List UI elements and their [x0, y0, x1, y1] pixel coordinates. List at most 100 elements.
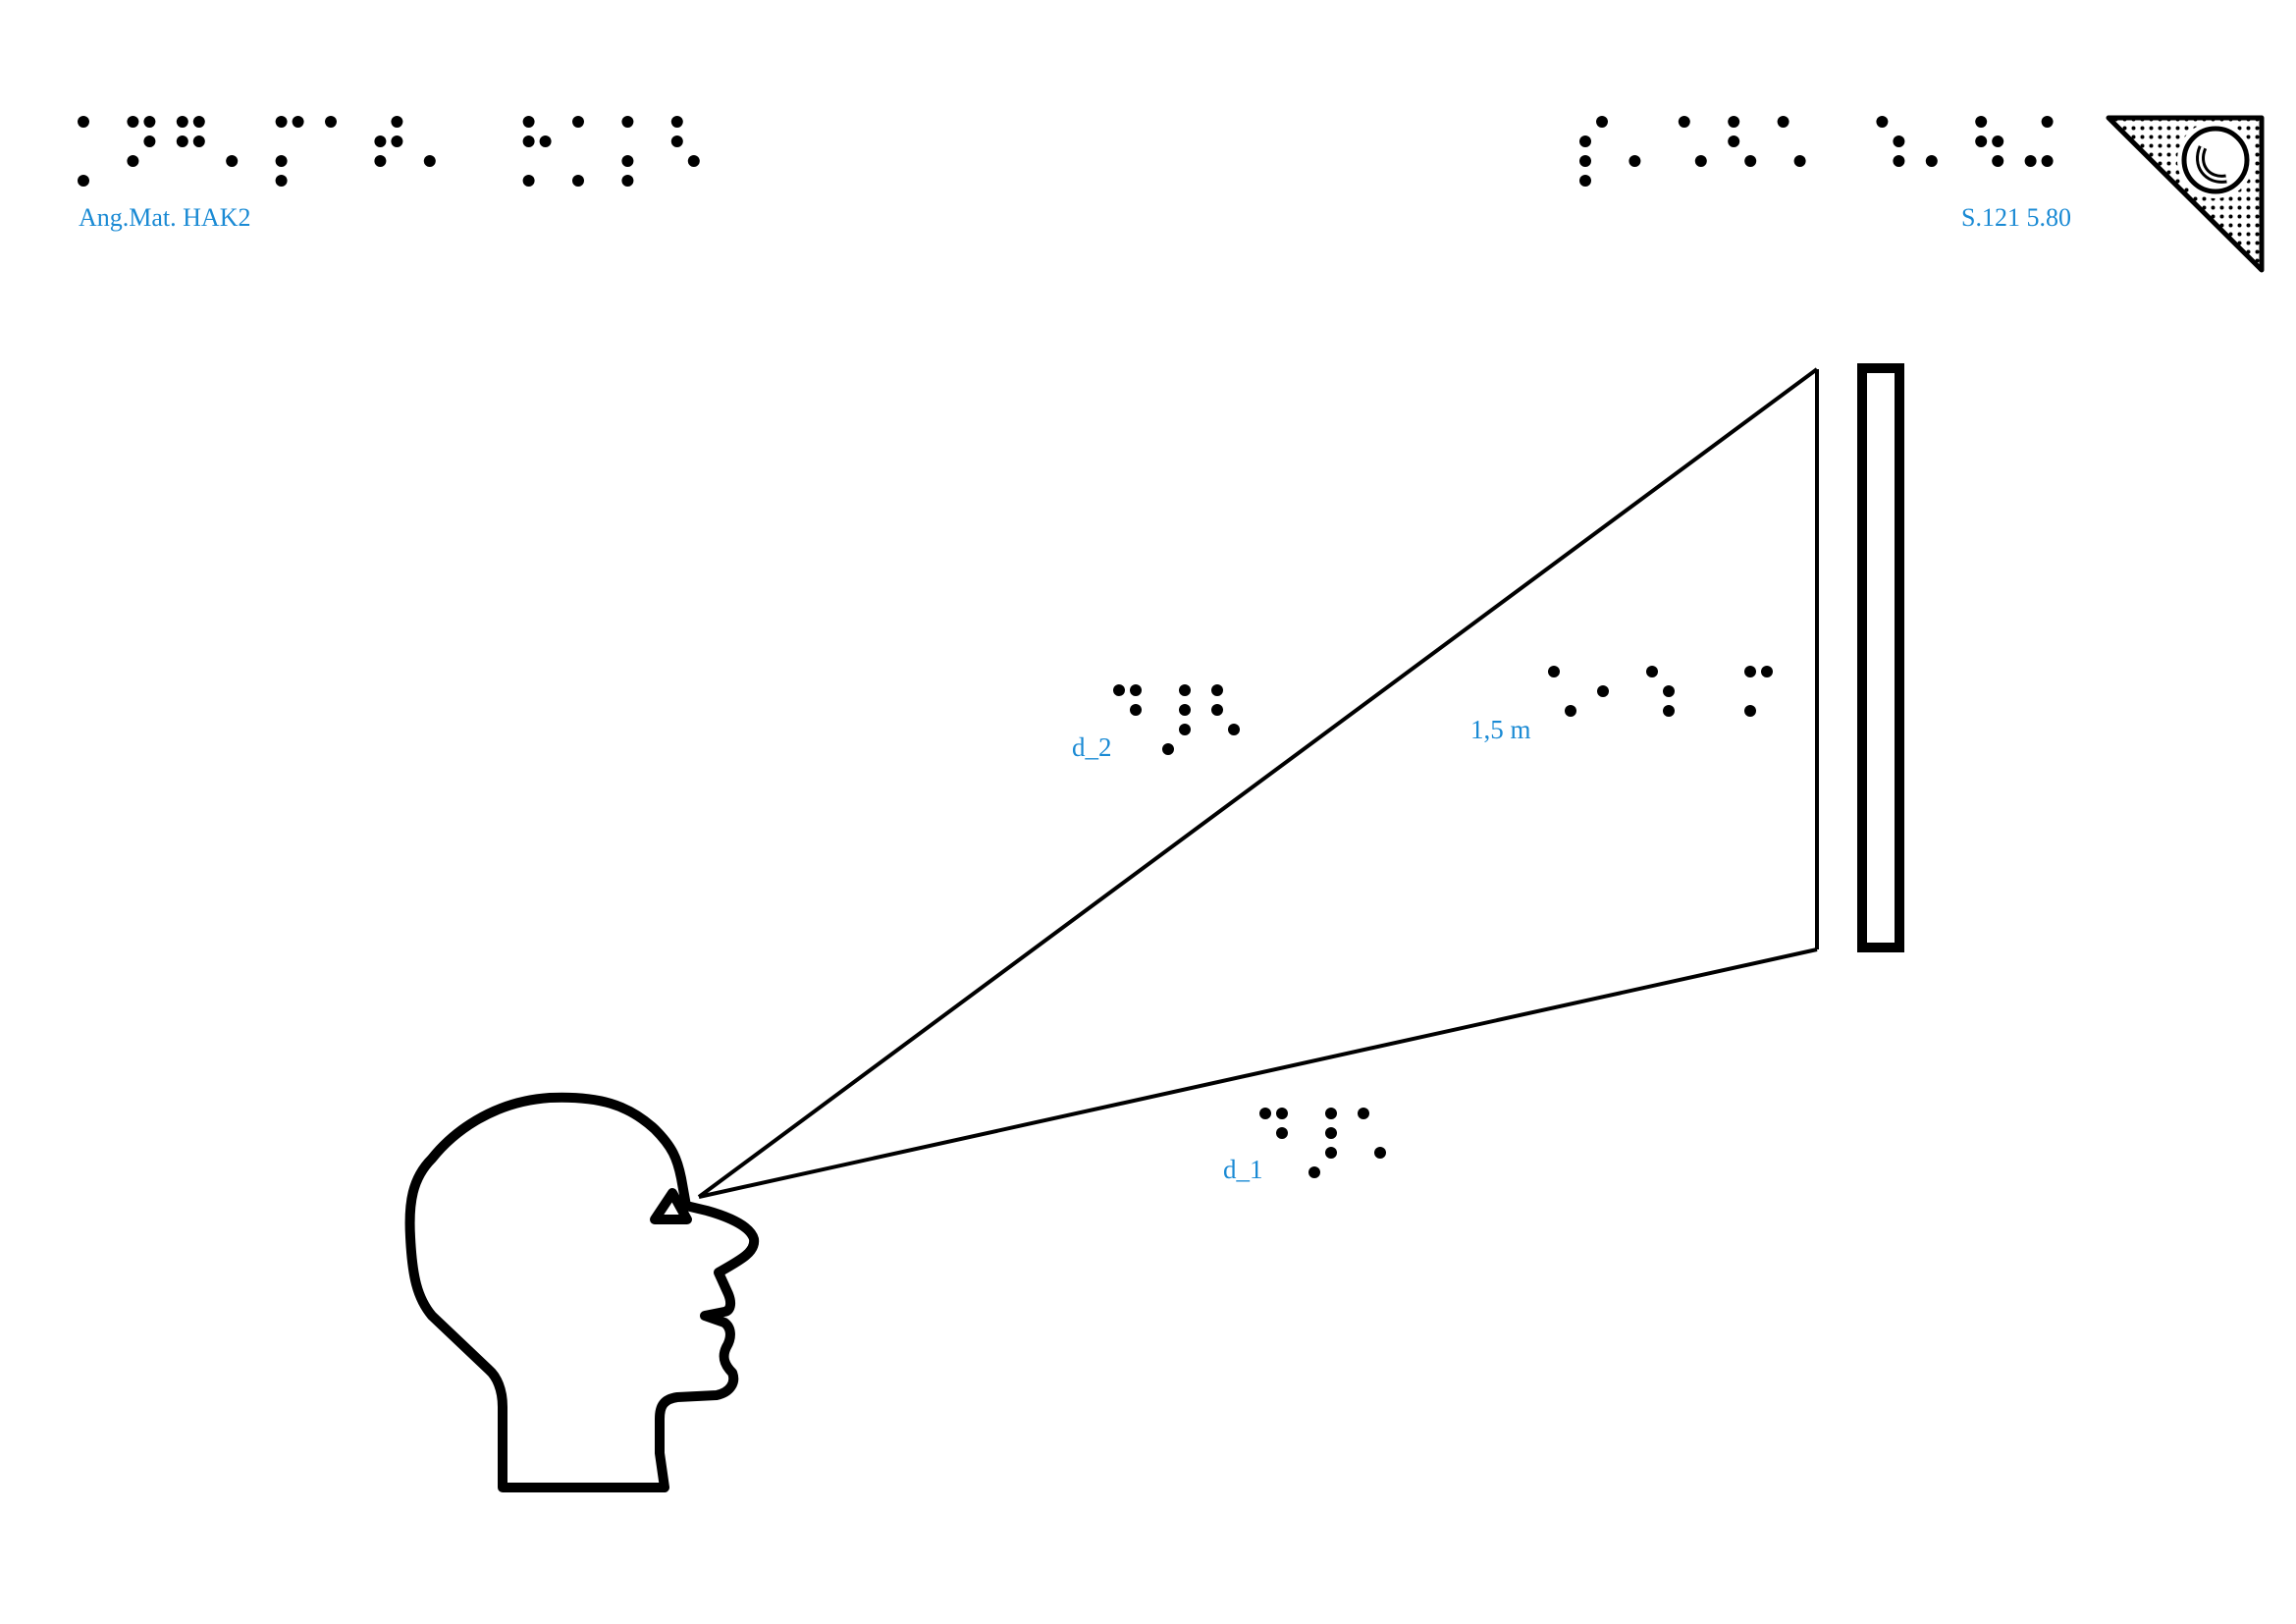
braille-dot: [275, 116, 288, 128]
d1-label: d_1: [1223, 1155, 1263, 1184]
braille-dot: [1325, 1147, 1337, 1159]
braille-dot: [1276, 1127, 1288, 1139]
braille-dot: [522, 135, 535, 147]
braille-dot: [522, 175, 535, 187]
braille-dot: [1694, 155, 1707, 167]
braille-dot: [176, 116, 188, 128]
sight-triangle: [697, 367, 1819, 1199]
braille-height: ⠡⠂⠱⠀⠍: [1548, 666, 1773, 717]
eye-marker-icon: [650, 1188, 692, 1224]
braille-dot: [275, 155, 288, 167]
braille-dot: [1162, 743, 1174, 755]
braille-dot: [292, 116, 304, 128]
braille-dot: [539, 135, 552, 147]
wall-board: [1857, 363, 1904, 952]
braille-dot: [1276, 1108, 1288, 1119]
braille-dot: [572, 175, 584, 187]
braille-dot: [143, 135, 156, 147]
braille-dot: [127, 116, 139, 128]
braille-dot: [374, 155, 387, 167]
braille-dot: [1308, 1166, 1320, 1178]
corner-orientation-mark-icon: [2106, 115, 2265, 273]
braille-dot: [1975, 116, 1988, 128]
braille-dot: [670, 116, 683, 128]
braille-dot: [670, 135, 683, 147]
braille-dot: [2024, 155, 2037, 167]
head-profile-icon: [404, 1092, 760, 1492]
braille-dot: [1179, 724, 1191, 735]
braille-dot: [1596, 116, 1608, 128]
braille-dot: [1744, 666, 1756, 677]
braille-dot: [1358, 1108, 1369, 1119]
braille-dot: [1565, 705, 1576, 717]
braille-dot: [1113, 684, 1125, 696]
braille-dot: [1678, 116, 1690, 128]
height-label: 1,5 m: [1470, 715, 1531, 744]
braille-dot: [1179, 704, 1191, 716]
braille-dot: [1646, 666, 1658, 677]
braille-dot: [1975, 135, 1988, 147]
d2-label: d_2: [1072, 732, 1112, 762]
braille-dot: [1744, 155, 1757, 167]
braille-dot: [1992, 155, 2004, 167]
braille-dot: [687, 155, 700, 167]
braille-dot: [522, 116, 535, 128]
braille-dot: [78, 116, 89, 128]
braille-dot: [1228, 724, 1240, 735]
braille-dot: [1793, 155, 1806, 167]
braille-dot: [1925, 155, 1938, 167]
braille-dot: [192, 135, 205, 147]
braille-dot: [1179, 684, 1191, 696]
braille-dot: [1728, 135, 1740, 147]
braille-dot: [176, 135, 188, 147]
braille-dot: [2041, 116, 2054, 128]
braille-d1: ⠙⡸⠡: [1259, 1108, 1386, 1178]
sight-line-d2: [697, 367, 1819, 1199]
braille-dot: [325, 116, 337, 128]
braille-dot: [1876, 116, 1889, 128]
braille-dot: [1211, 704, 1223, 716]
braille-dot: [1211, 684, 1223, 696]
braille-dot: [423, 155, 436, 167]
braille-dot: [1259, 1108, 1271, 1119]
braille-dot: [391, 135, 403, 147]
braille-header-right: ⡎⠄⠡⠣⠡⠀⠱⠄⠳⠬: [1579, 116, 2054, 187]
braille-dot: [226, 155, 239, 167]
braille-dot: [275, 175, 288, 187]
braille-d2: ⠙⡸⠣: [1113, 684, 1240, 755]
braille-dot: [1579, 155, 1591, 167]
header-left-label: Ang.Mat. HAK2: [79, 203, 251, 232]
header-right-label: S.121 5.80: [1961, 203, 2071, 232]
braille-dot: [1597, 685, 1609, 697]
braille-dot: [572, 116, 584, 128]
braille-dot: [192, 116, 205, 128]
braille-dot: [621, 116, 634, 128]
braille-dot: [1744, 705, 1756, 717]
braille-dot: [1777, 116, 1789, 128]
braille-dot: [621, 155, 634, 167]
braille-dot: [1893, 135, 1905, 147]
braille-dot: [1728, 116, 1740, 128]
braille-dot: [127, 155, 139, 167]
braille-dot: [1579, 135, 1591, 147]
braille-dot: [1130, 684, 1142, 696]
braille-dot: [391, 116, 403, 128]
braille-dot: [621, 175, 634, 187]
braille-dot: [78, 175, 89, 187]
braille-dot: [143, 116, 156, 128]
braille-dot: [2041, 155, 2054, 167]
braille-dot: [1374, 1147, 1386, 1159]
braille-dot: [1579, 175, 1591, 187]
braille-dot: [1629, 155, 1641, 167]
braille-header-left: ⡁⠝⠛⠄⡍⠁⠞⠄⠀⡓⡁⡅⠣: [78, 116, 700, 187]
braille-dot: [1893, 155, 1905, 167]
braille-dot: [1130, 704, 1142, 716]
braille-dot: [1325, 1127, 1337, 1139]
braille-dot: [1663, 705, 1675, 717]
braille-dot: [1325, 1108, 1337, 1119]
braille-dot: [1761, 666, 1773, 677]
braille-dot: [1992, 135, 2004, 147]
braille-dot: [1548, 666, 1560, 677]
sight-line-d1: [698, 947, 1818, 1199]
